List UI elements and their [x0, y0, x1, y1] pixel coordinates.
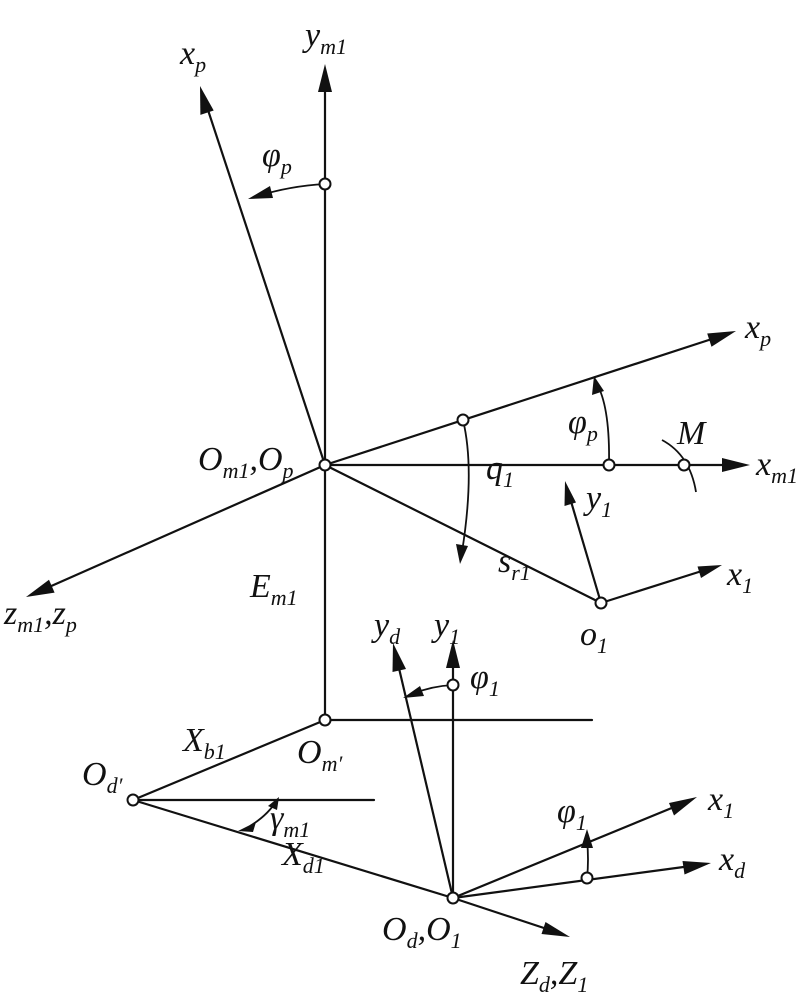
label-yd: yd [371, 607, 401, 649]
o1-point [594, 596, 608, 610]
label-Xb1: Xb1 [181, 722, 226, 764]
q1-arc [461, 419, 470, 553]
label-ym1-top: ym1 [302, 17, 347, 59]
phi1-upper-point [446, 678, 460, 692]
upper-coordinate-system [26, 64, 750, 722]
phi-p-right-point [602, 458, 616, 472]
label-Om-prime: Om′ [297, 734, 343, 776]
xp-right-arrowhead [707, 331, 736, 347]
label-xp-upper: xp [179, 35, 206, 77]
q1-arrowhead [456, 544, 468, 564]
yd-arrowhead [392, 643, 406, 672]
zm1-axis [38, 463, 327, 593]
label-M: M [676, 415, 707, 452]
xd-axis [451, 864, 693, 900]
y1-upper-axis [568, 496, 603, 605]
xd-arrowhead [682, 861, 711, 875]
origin-m1-point [318, 458, 332, 472]
gamma-m1-arrowhead-top [268, 797, 279, 810]
label-phi-p-upper: φp [262, 137, 292, 179]
x1-lower-axis [451, 803, 681, 900]
label-Xd1: Xd1 [280, 836, 325, 878]
o1-coordinate-system [564, 481, 722, 610]
M-point [677, 458, 691, 472]
label-Em1: Em1 [249, 568, 298, 610]
sr1-line [323, 463, 603, 605]
label-Od-prime: Od′ [82, 756, 124, 798]
phi1-lower-point [580, 871, 594, 885]
xp-axis-upper [204, 102, 327, 467]
y1-lower-arrowhead [446, 640, 460, 668]
x1-lower-arrowhead [669, 797, 697, 816]
xp-upper-arrowhead [200, 86, 214, 115]
q1-point [456, 413, 470, 427]
label-x1-upper: x1 [726, 556, 753, 598]
label-y1-lower: y1 [431, 607, 460, 649]
label-xp-right: xp [744, 309, 771, 351]
zm1-arrowhead [26, 579, 55, 597]
phi-p-upper-point [318, 177, 332, 191]
label-o1: o1 [580, 616, 608, 658]
xd1-line [131, 798, 455, 900]
ym1-arrowhead [318, 64, 332, 92]
gamma-m1-arrowhead-bottom [238, 822, 256, 832]
label-gamma-m1: γm1 [270, 800, 310, 842]
xb1-line [131, 718, 327, 802]
phi1-lower-arrowhead [581, 829, 593, 848]
label-xm1: xm1 [755, 446, 798, 488]
od-prime-point [126, 793, 140, 807]
xp-axis-right [323, 335, 720, 467]
lower-coordinate-system [126, 640, 711, 937]
phi-p-right-arrowhead [592, 376, 604, 395]
labels: ym1 xp φp xp φp M xm1 Om1,Op q1 y1 [3, 17, 798, 997]
label-Zd-Z1: Zd,Z1 [520, 955, 588, 997]
label-x1-lower: x1 [707, 781, 734, 823]
phi-p-upper-arrowhead [248, 186, 273, 199]
zd-arrowhead [541, 922, 570, 937]
label-sr1: sr1 [498, 543, 531, 585]
label-q1: q1 [486, 450, 514, 492]
label-phi1-lower: φ1 [557, 793, 587, 835]
label-y1-upper: y1 [583, 480, 612, 522]
om-prime-point [318, 713, 332, 727]
label-zm1-zp: zm1,zp [3, 595, 77, 637]
xm1-arrowhead [722, 458, 750, 472]
zd-axis [451, 896, 555, 933]
origin-d-point [446, 891, 460, 905]
yd-axis [396, 662, 455, 900]
label-origin-m1: Om1,Op [198, 441, 294, 483]
label-xd: xd [718, 841, 746, 883]
x1-upper-arrowhead [697, 565, 722, 578]
phi-p-right-arc [597, 385, 610, 466]
y1-upper-arrowhead [564, 481, 576, 506]
x1-upper-axis [599, 568, 707, 605]
label-phi-p-right: φp [568, 404, 598, 446]
label-origin-d: Od,O1 [382, 911, 462, 953]
phi1-upper-arrowhead [403, 686, 424, 698]
label-phi1-upper: φ1 [470, 659, 500, 701]
